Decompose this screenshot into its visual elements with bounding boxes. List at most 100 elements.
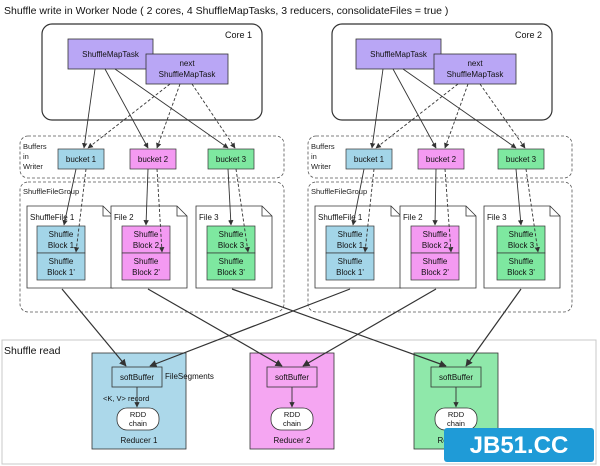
core-2-block-3b-l1: Shuffle [509, 257, 534, 266]
core-1-task-arrows [81, 68, 236, 149]
core-2-block-2-l2: Block 2 [422, 241, 449, 250]
core-2-bucket-3 [497, 148, 545, 170]
core-2-file-3-label: File 3 [487, 213, 507, 222]
core-2-block-1-l1: Shuffle [338, 230, 363, 239]
core-1-buffers-frame [19, 135, 285, 179]
reducer-2-label: Reducer 2 [274, 436, 311, 445]
core-2-file-1-label: ShuffleFile 1 [318, 213, 363, 222]
core-1-bucket-2-label: bucket 2 [138, 155, 169, 164]
core-1-file-group-frame [19, 181, 285, 313]
file-segments-label: FileSegments [165, 372, 214, 381]
core-2-block-3-l1: Shuffle [509, 230, 534, 239]
core-2-block-3-l2: Block 3 [508, 241, 535, 250]
reducer-2-rdd-line1: RDD [284, 410, 301, 419]
reducer-1-rdd-line1: RDD [130, 410, 147, 419]
core-1-block-1-l1: Shuffle [49, 230, 74, 239]
diagram-title: Shuffle write in Worker Node ( 2 cores, … [4, 5, 448, 17]
core-1-block-1b [36, 252, 86, 281]
core-2-bucket-arrows [351, 168, 540, 253]
reducer-2-rdd-line2: chain [283, 419, 301, 428]
fetch-arrows [61, 288, 522, 368]
core-1-buffers-label-1: Buffers [23, 142, 47, 151]
reducer-3-rdd-line2: chain [447, 419, 465, 428]
core-2-bucket-1 [345, 148, 393, 170]
reducer-1-group: softBuffer RDD chain Reducer 1 FileSegme… [91, 352, 214, 450]
core-1-bucket-1-label: bucket 1 [66, 155, 97, 164]
core-2-block-3b-l2: Block 3' [507, 268, 535, 277]
core-1-label: Core 1 [225, 30, 252, 40]
core-2-next-task-line2: ShuffleMapTask [447, 70, 505, 79]
core-1-task [67, 38, 154, 70]
core-1-next-task [145, 53, 229, 85]
core-2-bucket-2 [417, 148, 465, 170]
core-1-block-1b-l1: Shuffle [49, 257, 74, 266]
core-2-block-2b [410, 252, 460, 281]
core-1-block-2-l2: Block 2 [133, 241, 160, 250]
core-2-block-1-l2: Block 1 [337, 241, 364, 250]
core-2-next-task [433, 53, 517, 85]
core-1-block-3b-l2: Block 3' [217, 268, 245, 277]
core-1-block-1-l2: Block 1 [48, 241, 75, 250]
core-2-buffers-label-2: in [311, 152, 317, 161]
core-1-group: Core 1 ShuffleMapTask next ShuffleMapTas… [19, 23, 285, 313]
core-2-task-arrows [369, 68, 526, 149]
reducer-2-softbuffer-label: softBuffer [275, 373, 309, 382]
watermark-text: JB51.CC [470, 432, 569, 459]
core-1-bucket-arrows [62, 168, 250, 253]
core-2-block-1b [325, 252, 375, 281]
core-2-buffers-frame [307, 135, 573, 179]
core-2-bucket-1-label: bucket 1 [354, 155, 385, 164]
core-2-buffers-label-1: Buffers [311, 142, 335, 151]
core-2-task-label: ShuffleMapTask [370, 50, 428, 59]
core-1-file-1-label: ShuffleFile 1 [30, 213, 75, 222]
core-1-file-2-label: File 2 [114, 213, 134, 222]
core-2-block-1b-l1: Shuffle [338, 257, 363, 266]
core-1-block-2b [121, 252, 171, 281]
watermark: JB51.CC [444, 428, 594, 462]
core-2-group: Core 2 ShuffleMapTask next ShuffleMapTas… [307, 23, 573, 313]
reducer-1-rdd-chain [116, 407, 160, 431]
core-1-buffers-label-3: Writer [23, 162, 43, 171]
core-2-task [355, 38, 442, 70]
core-2-block-2b-l2: Block 2' [421, 268, 449, 277]
reducer-3-softbuffer-label: softBuffer [439, 373, 473, 382]
core-1-buffers-label-2: in [23, 152, 29, 161]
core-2-file-group-label: ShuffleFileGroup [311, 187, 367, 196]
core-1-block-2b-l1: Shuffle [134, 257, 159, 266]
core-2-label: Core 2 [515, 30, 542, 40]
core-1-bucket-1 [57, 148, 105, 170]
core-1-block-3b-l1: Shuffle [219, 257, 244, 266]
record-label: <K, V> record [103, 394, 149, 403]
core-1-file-group-label: ShuffleFileGroup [23, 187, 79, 196]
core-2-bucket-3-label: bucket 3 [506, 155, 537, 164]
core-2-next-task-line1: next [467, 59, 483, 68]
core-1-block-2-l1: Shuffle [134, 230, 159, 239]
reducer-3-rdd-line1: RDD [448, 410, 465, 419]
core-1-block-3-l2: Block 3 [218, 241, 245, 250]
core-2-block-2-l1: Shuffle [423, 230, 448, 239]
core-2-bucket-2-label: bucket 2 [426, 155, 457, 164]
core-2-block-3b [496, 252, 546, 281]
core-1-task-label: ShuffleMapTask [82, 50, 140, 59]
reducer-2-group: softBuffer RDD chain Reducer 2 [249, 352, 335, 450]
shuffle-read-title: Shuffle read [4, 345, 61, 357]
core-1-bucket-2 [129, 148, 177, 170]
reducer-1-rdd-line2: chain [129, 419, 147, 428]
watermark-badge [444, 428, 594, 462]
reducer-1-softbuffer-label: softBuffer [120, 373, 154, 382]
core-2-block-2b-l1: Shuffle [423, 257, 448, 266]
core-2-buffers-label-3: Writer [311, 162, 331, 171]
core-1-file-3-label: File 3 [199, 213, 219, 222]
core-1-block-1b-l2: Block 1' [47, 268, 75, 277]
core-2-file-group-frame [307, 181, 573, 313]
core-2-block-1b-l2: Block 1' [336, 268, 364, 277]
core-1-next-task-line1: next [179, 59, 195, 68]
core-1-block-3-l1: Shuffle [219, 230, 244, 239]
core-2-file-2-label: File 2 [403, 213, 423, 222]
core-1-bucket-3-label: bucket 3 [216, 155, 247, 164]
core-1-bucket-3 [207, 148, 255, 170]
core-1-block-3b [206, 252, 256, 281]
reducer-2-rdd-chain [270, 407, 314, 431]
core-1-next-task-line2: ShuffleMapTask [159, 70, 217, 79]
